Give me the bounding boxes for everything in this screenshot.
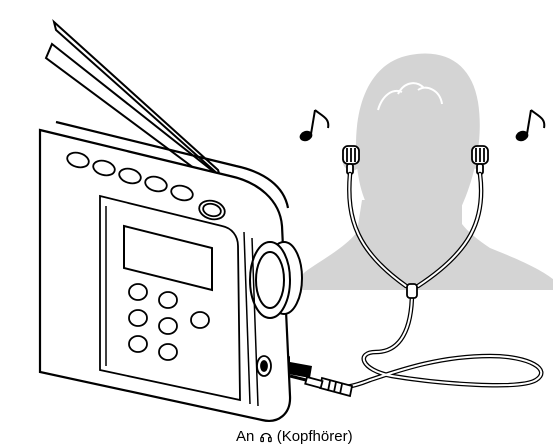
- preset-buttons: [66, 151, 226, 221]
- earbud-right: [471, 145, 489, 175]
- headphone-plug: [289, 374, 354, 398]
- jack-caption: An (Kopfhörer): [236, 428, 436, 446]
- person-silhouette: [298, 53, 553, 290]
- radio-edge-lines: [243, 231, 259, 407]
- antenna: [44, 19, 223, 182]
- radio-display: [123, 224, 213, 292]
- earbud-left: [342, 145, 360, 175]
- music-note-left: [299, 109, 330, 142]
- headphone-cable-inner: [321, 173, 543, 389]
- radio-keypad: [128, 283, 210, 361]
- caption-prefix: An: [236, 428, 255, 445]
- cable-splitter: [406, 283, 418, 299]
- headphone-icon: [259, 432, 272, 443]
- volume-knob: [249, 241, 303, 319]
- caption-label: (Kopfhörer): [276, 428, 353, 445]
- headphone-jack: [256, 355, 272, 377]
- music-note-right: [515, 109, 546, 142]
- hair-lines: [377, 82, 443, 111]
